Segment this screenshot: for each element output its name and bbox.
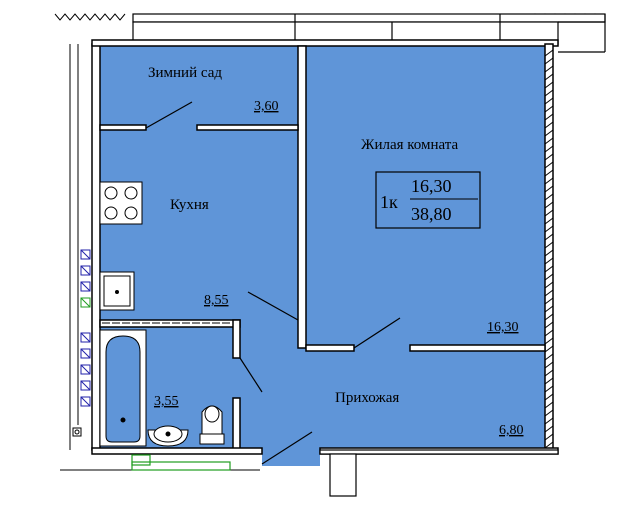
winter-garden-partition-left [99,124,147,131]
marker-diagonal [80,348,91,359]
winter-garden-partition-right [196,124,299,131]
bathroom-door [239,357,263,393]
floor-winter-garden [100,46,298,128]
living-door [353,317,401,349]
room-name-hall: Прихожая [335,390,399,406]
floor-hall [240,320,545,466]
left-outer-wall [91,43,101,451]
marker-diagonal [80,332,91,343]
living-bottom-partition-left [305,344,355,352]
room-name-living: Жилая комната [361,137,459,153]
marker-diagonal [80,265,91,276]
room-area-hall: 6,80 [499,423,524,438]
room-area-bathroom: 3,55 [154,394,179,409]
winter-garden-door [145,101,193,129]
left-window-markers [80,249,91,407]
door-swings [145,101,401,465]
apartment-type: 1к [380,192,398,212]
top-outer-wall [91,39,559,47]
bottom-step [319,449,559,497]
bathtub-icon [99,329,147,447]
kitchen-living-partition [297,45,307,349]
room-area-kitchen: 8,55 [204,293,229,308]
entrance-door [261,431,313,465]
marker-diagonal [80,364,91,375]
room-name-kitchen: Кухня [170,197,209,213]
right-wall-hatch [544,49,554,449]
toilet-icon [199,405,225,445]
marker-diagonal [80,380,91,391]
top-balcony-strip [132,13,606,53]
living-area-value: 16,30 [411,176,452,196]
kitchen-sink-icon [99,271,135,311]
total-area-value: 38,80 [411,204,452,224]
room-area-winter-garden: 3,60 [254,99,279,114]
marker-diagonal [80,249,91,260]
bathroom-sink-icon [147,425,189,447]
floor-living [306,46,545,345]
bathroom-right-wall-bottom [232,397,241,451]
room-area-living: 16,30 [487,320,519,335]
marker-diagonal [80,396,91,407]
bottom-wall-left [91,447,263,455]
room-name-winter-garden: Зимний сад [148,65,222,81]
bottom-window [131,454,231,471]
bathroom-right-wall-top [232,319,241,359]
kitchen-door [247,291,299,321]
stove-icon [99,181,143,225]
apartment-summary-box: 1к 16,30 38,80 [375,171,481,229]
floor-kitchen [100,128,298,335]
living-bottom-partition-right [409,344,546,352]
marker-diagonal [80,281,91,292]
marker-diagonal [80,297,91,308]
